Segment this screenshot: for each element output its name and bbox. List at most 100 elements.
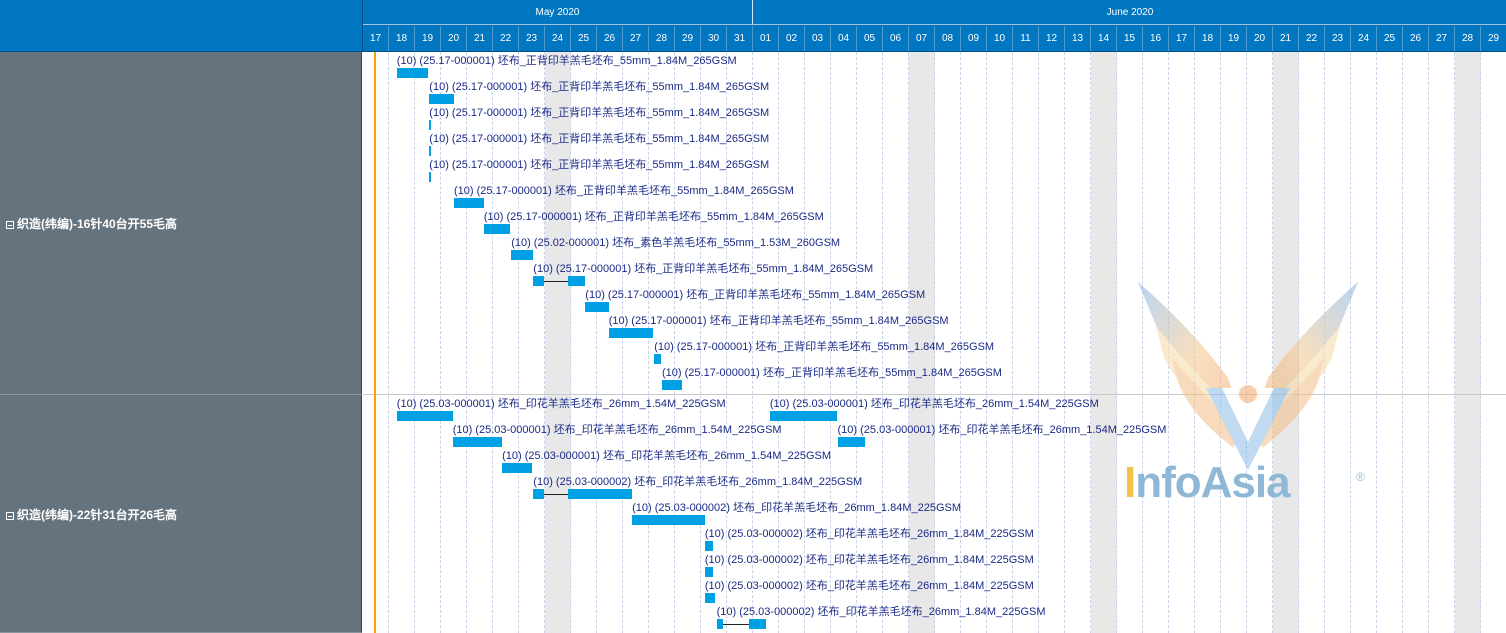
day-gridline	[934, 52, 935, 633]
task-bar[interactable]	[704, 593, 716, 603]
day-header: 02	[779, 26, 805, 51]
task-bar[interactable]	[452, 437, 503, 447]
task-bar-segment[interactable]	[568, 489, 633, 499]
day-header: 25	[1377, 26, 1403, 51]
day-header: 25	[571, 26, 597, 51]
task-bar[interactable]	[585, 302, 609, 312]
task-split-connector	[723, 624, 750, 625]
resource-group-row[interactable]: 织造(纬编)-16针40台开55毛高	[0, 52, 362, 395]
task-bar[interactable]	[454, 198, 484, 208]
collapse-toggle-icon[interactable]	[6, 512, 14, 520]
task-bar[interactable]	[396, 411, 453, 421]
day-gridline	[1090, 52, 1091, 633]
resource-panel: 织造(纬编)-16针40台开55毛高织造(纬编)-22针31台开26毛高	[0, 52, 363, 633]
day-gridline	[726, 52, 727, 633]
day-header: 20	[441, 26, 467, 51]
day-header: 16	[1143, 26, 1169, 51]
day-header: 05	[857, 26, 883, 51]
collapse-toggle-icon[interactable]	[6, 221, 14, 229]
day-header: 15	[1117, 26, 1143, 51]
day-header: 01	[753, 26, 779, 51]
task-bar[interactable]	[533, 489, 544, 499]
task-bar[interactable]	[429, 94, 454, 104]
task-label: (10) (25.17-000001) 坯布_正背印羊羔毛坯布_55mm_1.8…	[654, 341, 995, 353]
resource-group-label: 织造(纬编)-22针31台开26毛高	[17, 508, 178, 522]
day-header: 26	[1403, 26, 1429, 51]
day-gridline	[1220, 52, 1221, 633]
day-gridline	[544, 52, 545, 633]
task-label: (10) (25.03-000002) 坯布_印花羊羔毛坯布_26mm_1.84…	[704, 554, 1034, 566]
group-separator	[363, 394, 1506, 395]
day-gridline	[700, 52, 701, 633]
task-label: (10) (25.17-000001) 坯布_正背印羊羔毛坯布_55mm_1.8…	[533, 263, 874, 275]
resource-group-label: 织造(纬编)-16针40台开55毛高	[17, 217, 178, 231]
month-header: May 2020	[363, 0, 753, 25]
day-header: 09	[961, 26, 987, 51]
day-gridline	[570, 52, 571, 633]
task-bar[interactable]	[429, 120, 432, 130]
task-bar[interactable]	[533, 276, 544, 286]
day-header: 18	[389, 26, 415, 51]
day-header: 22	[493, 26, 519, 51]
day-header: 21	[1273, 26, 1299, 51]
day-gridline	[1454, 52, 1455, 633]
day-gridline	[752, 52, 753, 633]
task-bar[interactable]	[837, 437, 865, 447]
task-label: (10) (25.17-000001) 坯布_正背印羊羔毛坯布_55mm_1.8…	[662, 367, 1002, 379]
task-label: (10) (25.02-000001) 坯布_素色羊羔毛坯布_55mm_1.53…	[511, 237, 841, 249]
day-gridline	[1480, 52, 1481, 633]
task-bar[interactable]	[483, 224, 510, 234]
day-header: 14	[1091, 26, 1117, 51]
task-bar[interactable]	[654, 354, 661, 364]
day-header: 03	[805, 26, 831, 51]
day-gridline	[674, 52, 675, 633]
resource-group-row[interactable]: 织造(纬编)-22针31台开26毛高	[0, 395, 362, 633]
task-bar[interactable]	[632, 515, 705, 525]
gantt-chart-area: (10) (25.17-000001) 坯布_正背印羊羔毛坯布_55mm_1.8…	[363, 52, 1506, 633]
task-bar[interactable]	[704, 541, 713, 551]
day-gridline	[414, 52, 415, 633]
day-gridline	[986, 52, 987, 633]
day-header: 18	[1195, 26, 1221, 51]
task-label: (10) (25.17-000001) 坯布_正背印羊羔毛坯布_55mm_1.8…	[585, 289, 926, 301]
task-bar[interactable]	[502, 463, 532, 473]
day-header: 07	[909, 26, 935, 51]
day-header: 30	[701, 26, 727, 51]
day-header: 29	[1481, 26, 1506, 51]
task-bar[interactable]	[662, 380, 682, 390]
task-bar[interactable]	[704, 567, 713, 577]
day-gridline	[1376, 52, 1377, 633]
task-bar-segment[interactable]	[568, 276, 586, 286]
day-header: 24	[1351, 26, 1377, 51]
day-gridline	[466, 52, 467, 633]
task-bar[interactable]	[396, 68, 428, 78]
infoasia-watermark-text: InfoAsia	[1124, 458, 1291, 507]
day-header: 31	[727, 26, 753, 51]
day-header: 19	[1221, 26, 1247, 51]
task-label: (10) (25.03-000002) 坯布_印花羊羔毛坯布_26mm_1.84…	[704, 580, 1034, 592]
day-gridline	[440, 52, 441, 633]
task-label: (10) (25.03-000002) 坯布_印花羊羔毛坯布_26mm_1.84…	[632, 502, 962, 514]
day-gridline	[492, 52, 493, 633]
task-bar[interactable]	[769, 411, 838, 421]
task-split-connector	[543, 494, 569, 495]
day-gridline	[778, 52, 779, 633]
task-bar[interactable]	[429, 172, 432, 182]
task-bar[interactable]	[716, 619, 724, 629]
day-header: 06	[883, 26, 909, 51]
day-header: 04	[831, 26, 857, 51]
day-header: 08	[935, 26, 961, 51]
day-gridline	[648, 52, 649, 633]
day-header: 26	[597, 26, 623, 51]
day-gridline	[960, 52, 961, 633]
day-gridline	[830, 52, 831, 633]
task-bar[interactable]	[429, 146, 432, 156]
task-bar-segment[interactable]	[749, 619, 766, 629]
task-bar[interactable]	[608, 328, 653, 338]
task-label: (10) (25.03-000001) 坯布_印花羊羔毛坯布_26mm_1.54…	[502, 450, 832, 462]
day-header: 11	[1013, 26, 1039, 51]
today-marker	[374, 52, 376, 633]
task-bar[interactable]	[511, 250, 534, 260]
day-header: 27	[1429, 26, 1455, 51]
day-header: 24	[545, 26, 571, 51]
